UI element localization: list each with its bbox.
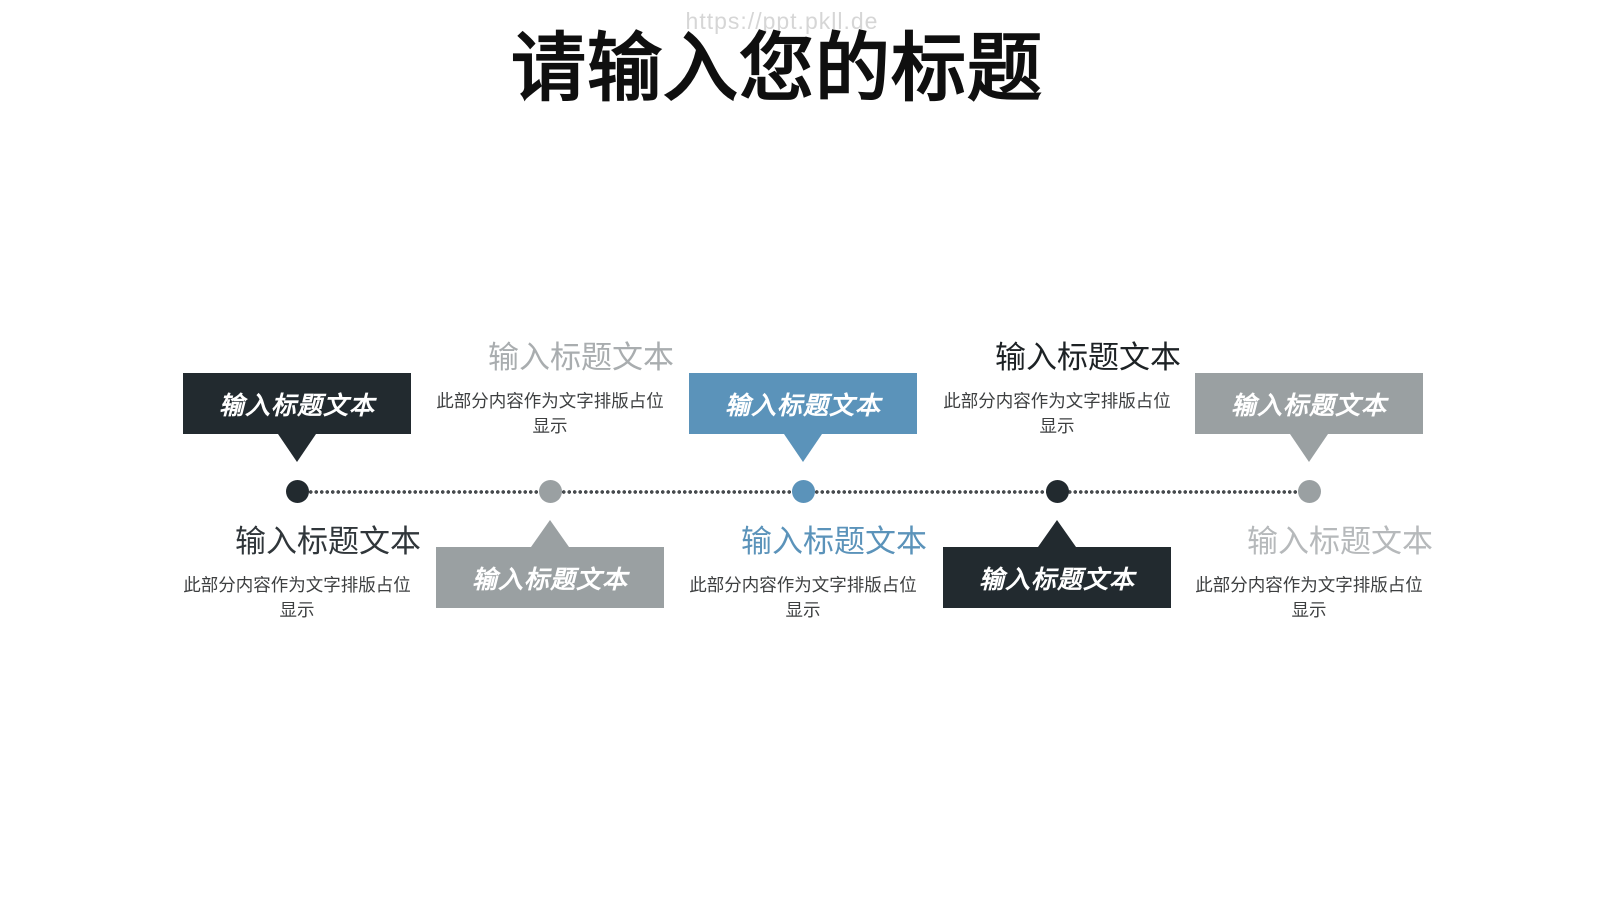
node-text-group-3: 输入标题文本 此部分内容作为文字排版占位 显示 [663,524,943,623]
timeline-dot-1 [285,480,309,503]
desc-line-1: 此部分内容作为文字排版占位 [689,575,917,595]
callout-tail-down-icon [278,434,316,462]
watermark-url: https://ppt.pkll.de [685,8,879,34]
timeline-dot-5 [1297,480,1321,503]
node-description-5[interactable]: 此部分内容作为文字排版占位 显示 [1169,573,1449,623]
timeline-dot-4 [1045,480,1069,503]
desc-line-2: 显示 [1039,416,1075,436]
node-description-1[interactable]: 此部分内容作为文字排版占位 显示 [157,573,437,623]
callout-label-3: 输入标题文本 [724,391,881,420]
desc-line-1: 此部分内容作为文字排版占位 [1195,575,1423,595]
node-text-group-1: 输入标题文本 此部分内容作为文字排版占位 显示 [157,524,437,623]
node-text-group-4: 输入标题文本 此部分内容作为文字排版占位 显示 [917,340,1197,439]
callout-label-1: 输入标题文本 [218,391,375,420]
desc-line-2: 显示 [785,600,821,620]
node-text-group-5: 输入标题文本 此部分内容作为文字排版占位 显示 [1169,524,1449,623]
desc-line-1: 此部分内容作为文字排版占位 [943,391,1171,411]
timeline-node-3: 输入标题文本 输入标题文本 此部分内容作为文字排版占位 显示 [663,0,943,900]
desc-line-2: 显示 [532,416,568,436]
callout-tail-up-icon [1038,520,1076,547]
desc-line-2: 显示 [279,600,315,620]
node-title-4[interactable]: 输入标题文本 [995,340,1181,375]
timeline-node-5: 输入标题文本 输入标题文本 此部分内容作为文字排版占位 显示 [1169,0,1449,900]
node-title-3[interactable]: 输入标题文本 [741,524,927,559]
desc-line-1: 此部分内容作为文字排版占位 [436,391,664,411]
callout-box-4[interactable]: 输入标题文本 [943,520,1171,608]
callout-box-5[interactable]: 输入标题文本 [1195,373,1423,462]
node-description-3[interactable]: 此部分内容作为文字排版占位 显示 [663,573,943,623]
desc-line-1: 此部分内容作为文字排版占位 [183,575,411,595]
node-text-group-2: 输入标题文本 此部分内容作为文字排版占位 显示 [410,340,690,439]
timeline-node-1: 输入标题文本 输入标题文本 此部分内容作为文字排版占位 显示 [157,0,437,900]
timeline-node-4: 输入标题文本 此部分内容作为文字排版占位 显示 输入标题文本 [917,0,1197,900]
node-description-4[interactable]: 此部分内容作为文字排版占位 显示 [917,389,1197,439]
desc-line-2: 显示 [1291,600,1327,620]
callout-label-4: 输入标题文本 [978,565,1135,594]
callout-tail-down-icon [784,434,822,462]
callout-box-2[interactable]: 输入标题文本 [436,520,664,608]
node-description-2[interactable]: 此部分内容作为文字排版占位 显示 [410,389,690,439]
callout-box-1[interactable]: 输入标题文本 [183,373,411,462]
slide-title-placeholder[interactable]: 请输入您的标题 [510,26,1043,110]
callout-tail-up-icon [531,520,569,547]
callout-tail-down-icon [1290,434,1328,462]
callout-label-2: 输入标题文本 [471,565,628,594]
timeline-dot-2 [538,480,562,503]
node-title-1[interactable]: 输入标题文本 [235,524,421,559]
callout-label-5: 输入标题文本 [1230,391,1387,420]
node-title-2[interactable]: 输入标题文本 [488,340,674,375]
node-title-5[interactable]: 输入标题文本 [1247,524,1433,559]
timeline-node-2: 输入标题文本 此部分内容作为文字排版占位 显示 输入标题文本 [410,0,690,900]
timeline-dot-3 [791,480,815,503]
callout-box-3[interactable]: 输入标题文本 [689,373,917,462]
